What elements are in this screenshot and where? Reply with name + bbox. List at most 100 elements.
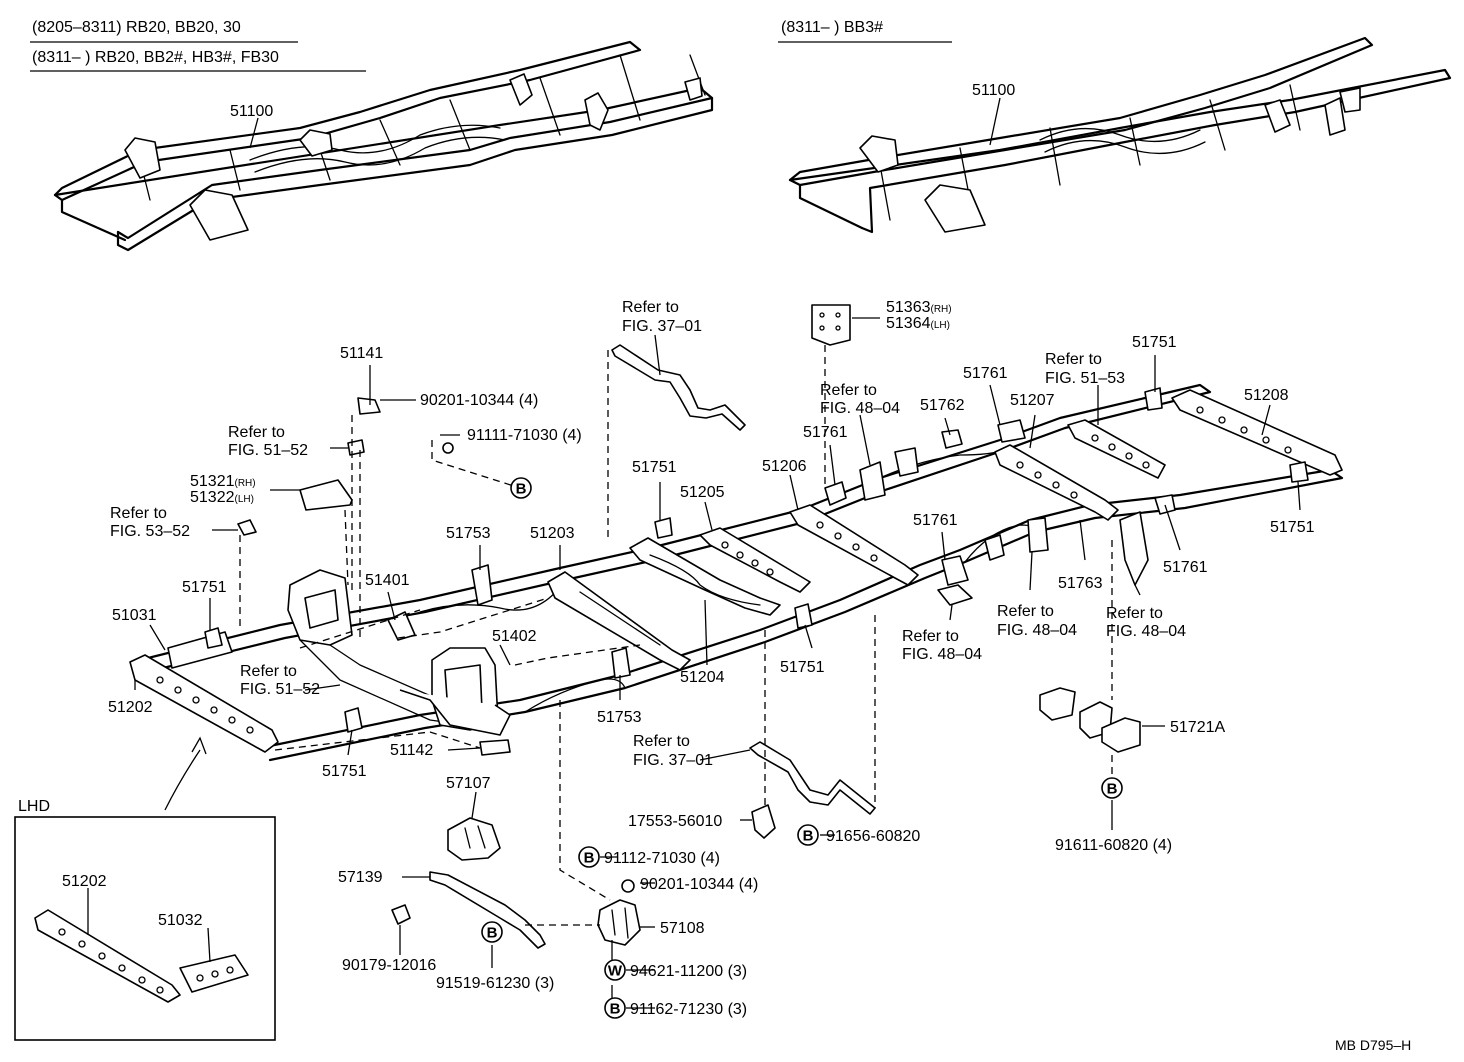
label-91111: 91111-71030 (4)	[467, 427, 582, 444]
bolt-marker-top: B	[510, 477, 532, 499]
cushion-90179	[391, 904, 411, 925]
front-crossmember-holes	[156, 676, 254, 734]
label-51100-left: 51100	[230, 103, 273, 120]
label-51207: 51207	[1010, 392, 1055, 409]
label-51761-d: 51761	[1163, 559, 1208, 576]
leader-lines	[134, 317, 1301, 1009]
label-17553: 17553-56010	[628, 813, 722, 830]
label-51402: 51402	[492, 628, 537, 645]
plate-51363	[811, 304, 851, 346]
bolt-marker-top-text: B	[516, 481, 527, 498]
dashed-leaders	[239, 345, 1113, 926]
label-90201-top: 90201-10344 (4)	[420, 392, 538, 409]
label-51761-c: 51761	[913, 512, 958, 529]
label-91162: 91162-71230 (3)	[630, 1001, 747, 1018]
callout-labels: 51363(RH) 51364(LH) Refer to FIG. 37–01 …	[108, 299, 1315, 1018]
label-51753-b: 51753	[597, 709, 642, 726]
ref-48-04-a-line1: Refer to	[820, 382, 877, 399]
label-51761-a: 51761	[803, 424, 848, 441]
header-right-line1: (8311– ) BB3#	[781, 19, 883, 36]
lhd-label-51202: 51202	[62, 873, 107, 890]
bolt-marker-91656: B	[797, 824, 819, 846]
header-left-line1: (8205–8311) RB20, BB20, 30	[32, 19, 241, 36]
ref-48-04-e-line1: Refer to	[902, 628, 959, 645]
bolt-marker-91162: B	[604, 997, 626, 1019]
label-91611: 91611-60820 (4)	[1055, 837, 1172, 854]
label-51321: 51321(RH)	[190, 473, 256, 490]
exploded-frame	[129, 383, 1344, 762]
label-51751-d: 51751	[780, 659, 825, 676]
label-51206: 51206	[762, 458, 807, 475]
label-90201-bottom: 90201-10344 (4)	[640, 876, 758, 893]
hanger-17553	[751, 804, 776, 839]
header-right: (8311– ) BB3#	[778, 19, 952, 43]
label-51721A: 51721A	[1170, 719, 1225, 736]
ref-51-52-mid-line2: FIG. 51–52	[240, 681, 320, 698]
bolt-marker-91112-text: B	[584, 850, 595, 867]
label-51401: 51401	[365, 572, 410, 589]
washer-marker-94621: W	[604, 959, 626, 981]
bolt-marker-91519: B	[481, 921, 503, 943]
lhd-title: LHD	[18, 798, 50, 815]
bolt-marker-91112: B	[578, 846, 600, 868]
frame-assembly-left	[53, 40, 714, 252]
nut-90201-bottom-icon	[621, 879, 635, 893]
label-57108: 57108	[660, 920, 705, 937]
ref-53-52-line2: FIG. 53–52	[110, 523, 190, 540]
ref-51-53-line1: Refer to	[1045, 351, 1102, 368]
ref-53-52-line1: Refer to	[110, 505, 167, 522]
label-91112: 91112-71030 (4)	[604, 850, 720, 867]
ref-48-04-a-line2: FIG. 48–04	[820, 400, 900, 417]
ref-37-01-top-line1: Refer to	[622, 299, 679, 316]
label-94621: 94621-11200 (3)	[630, 963, 747, 980]
label-51203: 51203	[530, 525, 575, 542]
label-51763: 51763	[1058, 575, 1103, 592]
label-51363: 51363(RH)	[886, 299, 952, 316]
label-51761-b: 51761	[963, 365, 1008, 382]
crossmember-51763-holes	[1091, 434, 1150, 469]
lhd-label-51032: 51032	[158, 912, 203, 929]
ref-37-01-bot-line1: Refer to	[633, 733, 690, 750]
label-51141: 51141	[340, 345, 383, 362]
label-91519: 91519-61230 (3)	[436, 975, 554, 992]
nut-90201-top-icon	[442, 442, 454, 454]
exhaust-bracket-bottom	[749, 741, 876, 815]
bolt-marker-91611-text: B	[1107, 781, 1118, 798]
crossmember-51205-holes	[721, 541, 774, 576]
ref-48-04-c-line2: FIG. 48–04	[997, 622, 1077, 639]
header-left: (8205–8311) RB20, BB20, 30 (8311– ) RB20…	[30, 19, 366, 72]
ref-48-04-c-line1: Refer to	[997, 603, 1054, 620]
ref-37-01-top-line2: FIG. 37–01	[622, 318, 702, 335]
bolt-marker-91519-text: B	[487, 925, 498, 942]
ref-48-04-e-line2: FIG. 48–04	[902, 646, 982, 663]
footer-code: MB D795–H	[1335, 1037, 1411, 1053]
washer-marker-94621-text: W	[608, 963, 623, 980]
ref-51-52-top-line1: Refer to	[228, 424, 285, 441]
label-51751-c: 51751	[632, 459, 677, 476]
label-51322: 51322(LH)	[190, 489, 254, 506]
ref-48-04-d-line1: Refer to	[1106, 605, 1163, 622]
header-left-line2: (8311– ) RB20, BB2#, HB3#, FB30	[32, 49, 279, 66]
label-91656: 91656-60820	[826, 828, 920, 845]
label-51142: 51142	[390, 742, 433, 759]
label-57107: 57107	[446, 775, 491, 792]
bolt-marker-91611: B	[1101, 777, 1123, 799]
label-51753-a: 51753	[446, 525, 491, 542]
crossmember-51206-holes	[816, 521, 878, 562]
ref-37-01-bot-line2: FIG. 37–01	[633, 752, 713, 769]
label-51031: 51031	[112, 607, 157, 624]
label-51751-f: 51751	[1270, 519, 1315, 536]
label-51751-e: 51751	[1132, 334, 1177, 351]
label-51204: 51204	[680, 669, 725, 686]
label-51364: 51364(LH)	[886, 315, 950, 332]
rod-57139	[429, 871, 546, 949]
mount-57107	[447, 817, 501, 861]
label-90179: 90179-12016	[342, 957, 436, 974]
crossmember-51207-holes	[1016, 461, 1078, 499]
label-51100-right: 51100	[972, 82, 1015, 99]
ref-51-53-line2: FIG. 51–53	[1045, 370, 1125, 387]
label-51208: 51208	[1244, 387, 1289, 404]
lhd-inset: LHD 51202 51032	[14, 736, 276, 1041]
label-57139: 57139	[338, 869, 383, 886]
